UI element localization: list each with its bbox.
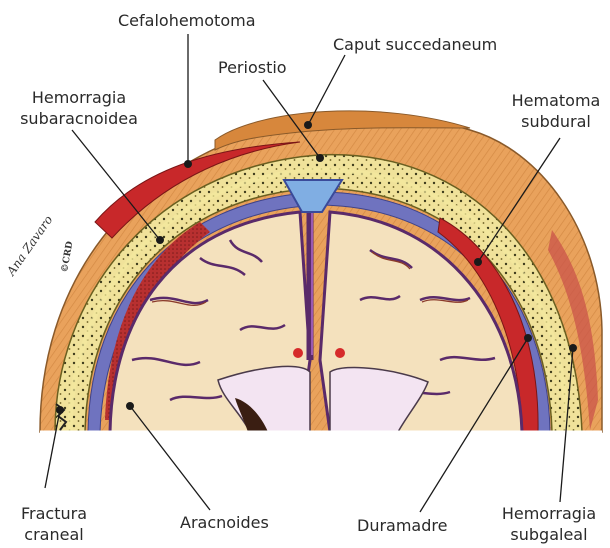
pointer-dot <box>56 406 64 414</box>
vessel-spot <box>293 348 303 358</box>
label-line: subaracnoidea <box>10 108 148 129</box>
vessel-spot <box>335 348 345 358</box>
label-line: craneal <box>12 524 96 545</box>
label-duramadre: Duramadre <box>357 515 447 536</box>
label-line: Fractura <box>12 503 96 524</box>
pointer-dot <box>524 334 532 342</box>
label-line: subdural <box>508 111 604 132</box>
pointer-dot <box>474 258 482 266</box>
pointer-dot <box>316 154 324 162</box>
pointer-dot <box>569 344 577 352</box>
label-hemorragia-subaracnoidea: Hemorragia subaracnoidea <box>10 87 148 129</box>
label-line: Hemorragia <box>493 503 605 524</box>
label-periostio: Periostio <box>218 57 287 78</box>
label-hematoma-subdural: Hematoma subdural <box>508 90 604 132</box>
label-line: subgaleal <box>493 524 605 545</box>
pointer-dot <box>126 402 134 410</box>
label-caput-succedaneum: Caput succedaneum <box>333 34 497 55</box>
label-hemorragia-subgaleal: Hemorragia subgaleal <box>493 503 605 545</box>
pointer-dot <box>184 160 192 168</box>
label-cefalohematoma: Cefalohemotoma <box>118 10 256 31</box>
label-line: Hematoma <box>508 90 604 111</box>
label-aracnoides: Aracnoides <box>180 512 269 533</box>
pointer-dot <box>156 236 164 244</box>
label-line: Hemorragia <box>10 87 148 108</box>
pointer-dot <box>304 121 312 129</box>
label-fractura-craneal: Fractura craneal <box>12 503 96 545</box>
